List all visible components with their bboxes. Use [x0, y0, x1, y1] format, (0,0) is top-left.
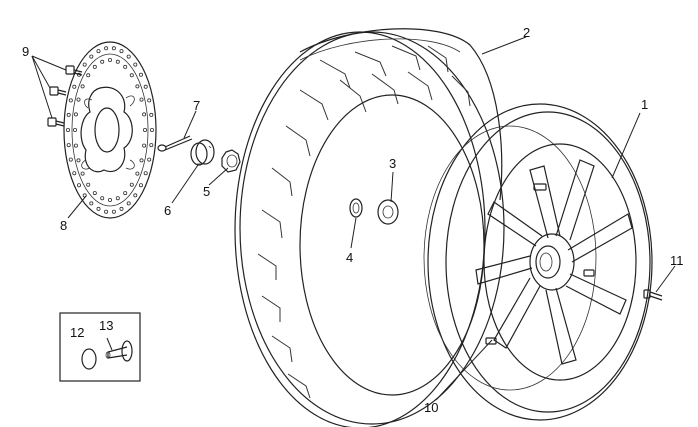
disc-hole [73, 127, 78, 132]
disc-hole [143, 171, 148, 176]
disc-hole [89, 201, 94, 206]
disc-hole [142, 112, 147, 117]
label-9: 9 [22, 44, 29, 59]
disc-hole [66, 143, 71, 148]
disc-hole [111, 46, 116, 51]
label-4: 4 [346, 250, 353, 265]
disc-hole [119, 49, 124, 54]
disc-hole [108, 58, 113, 63]
wheel-rim [423, 103, 653, 421]
tyre-tread [257, 45, 471, 399]
disc-hole [111, 209, 116, 214]
label-6: 6 [164, 203, 171, 218]
inset-box [59, 312, 141, 382]
disc-hole [86, 73, 91, 78]
disc-hole [142, 127, 147, 132]
disc-hole [92, 64, 97, 69]
disc-hole [115, 196, 120, 201]
disc-hole [133, 193, 138, 198]
disc-hole [72, 84, 77, 89]
disc-hole [135, 171, 140, 176]
disc-hole [138, 183, 143, 188]
disc-hole [86, 182, 91, 187]
disc-hole [104, 46, 109, 51]
disc-hole [66, 127, 71, 132]
bearing-large [377, 199, 399, 225]
disc-hole [73, 143, 78, 148]
disc-hole [123, 64, 128, 69]
brake-disc [63, 41, 157, 219]
disc-hole [82, 62, 87, 67]
hex-nut [221, 149, 241, 173]
tyre [234, 28, 505, 427]
valve-stem [105, 340, 133, 362]
label-7: 7 [193, 98, 200, 113]
label-2: 2 [523, 25, 530, 40]
disc-hole [147, 157, 152, 162]
disc-hole [104, 209, 109, 214]
disc-hole [115, 59, 120, 64]
disc-hole [100, 196, 105, 201]
label-10: 10 [424, 400, 438, 415]
disc-hole [129, 182, 134, 187]
disc-hole [139, 158, 144, 163]
disc-hole [76, 97, 81, 102]
disc-hole [149, 127, 154, 132]
leader-lines [31, 36, 676, 401]
label-11: 11 [670, 253, 684, 268]
disc-hole [80, 171, 85, 176]
disc-hole [123, 191, 128, 196]
disc-hole [96, 206, 101, 211]
disc-hole [92, 191, 97, 196]
disc-hole [129, 73, 134, 78]
rim-bolt [643, 289, 663, 301]
rim-spokes [475, 159, 633, 365]
disc-hole [68, 157, 73, 162]
disc-hole [135, 84, 140, 89]
disc-hole [66, 112, 71, 117]
label-12: 12 [70, 325, 84, 340]
disc-hole [133, 62, 138, 67]
label-8: 8 [60, 218, 67, 233]
disc-hole [96, 49, 101, 54]
disc-hole [126, 54, 131, 59]
disc-hole [73, 112, 78, 117]
disc-hole [89, 54, 94, 59]
disc-hole [108, 197, 113, 202]
disc-hole [149, 112, 154, 117]
disc-hole [143, 84, 148, 89]
disc-bolt-3 [47, 117, 65, 127]
disc-hole [76, 158, 81, 163]
disc-bolt-2 [49, 86, 67, 96]
disc-hole [138, 72, 143, 77]
disc-hole [149, 143, 154, 148]
castle-nut [190, 139, 215, 166]
disc-hole [147, 98, 152, 103]
label-5: 5 [203, 184, 210, 199]
disc-hole [142, 143, 147, 148]
label-3: 3 [389, 156, 396, 171]
disc-hole [72, 171, 77, 176]
bearing-small [349, 198, 363, 218]
split-pin [157, 135, 193, 152]
disc-hole [80, 84, 85, 89]
callouts: 1 2 3 4 5 6 7 8 9 10 11 12 13 [22, 25, 684, 415]
disc-hole [126, 201, 131, 206]
o-ring [81, 348, 97, 370]
disc-hole [100, 59, 105, 64]
disc-hole [139, 97, 144, 102]
disc-hole [119, 206, 124, 211]
disc-holes [66, 46, 154, 214]
label-1: 1 [641, 97, 648, 112]
disc-hole [77, 183, 82, 188]
label-13: 13 [99, 318, 113, 333]
disc-hole [68, 98, 73, 103]
